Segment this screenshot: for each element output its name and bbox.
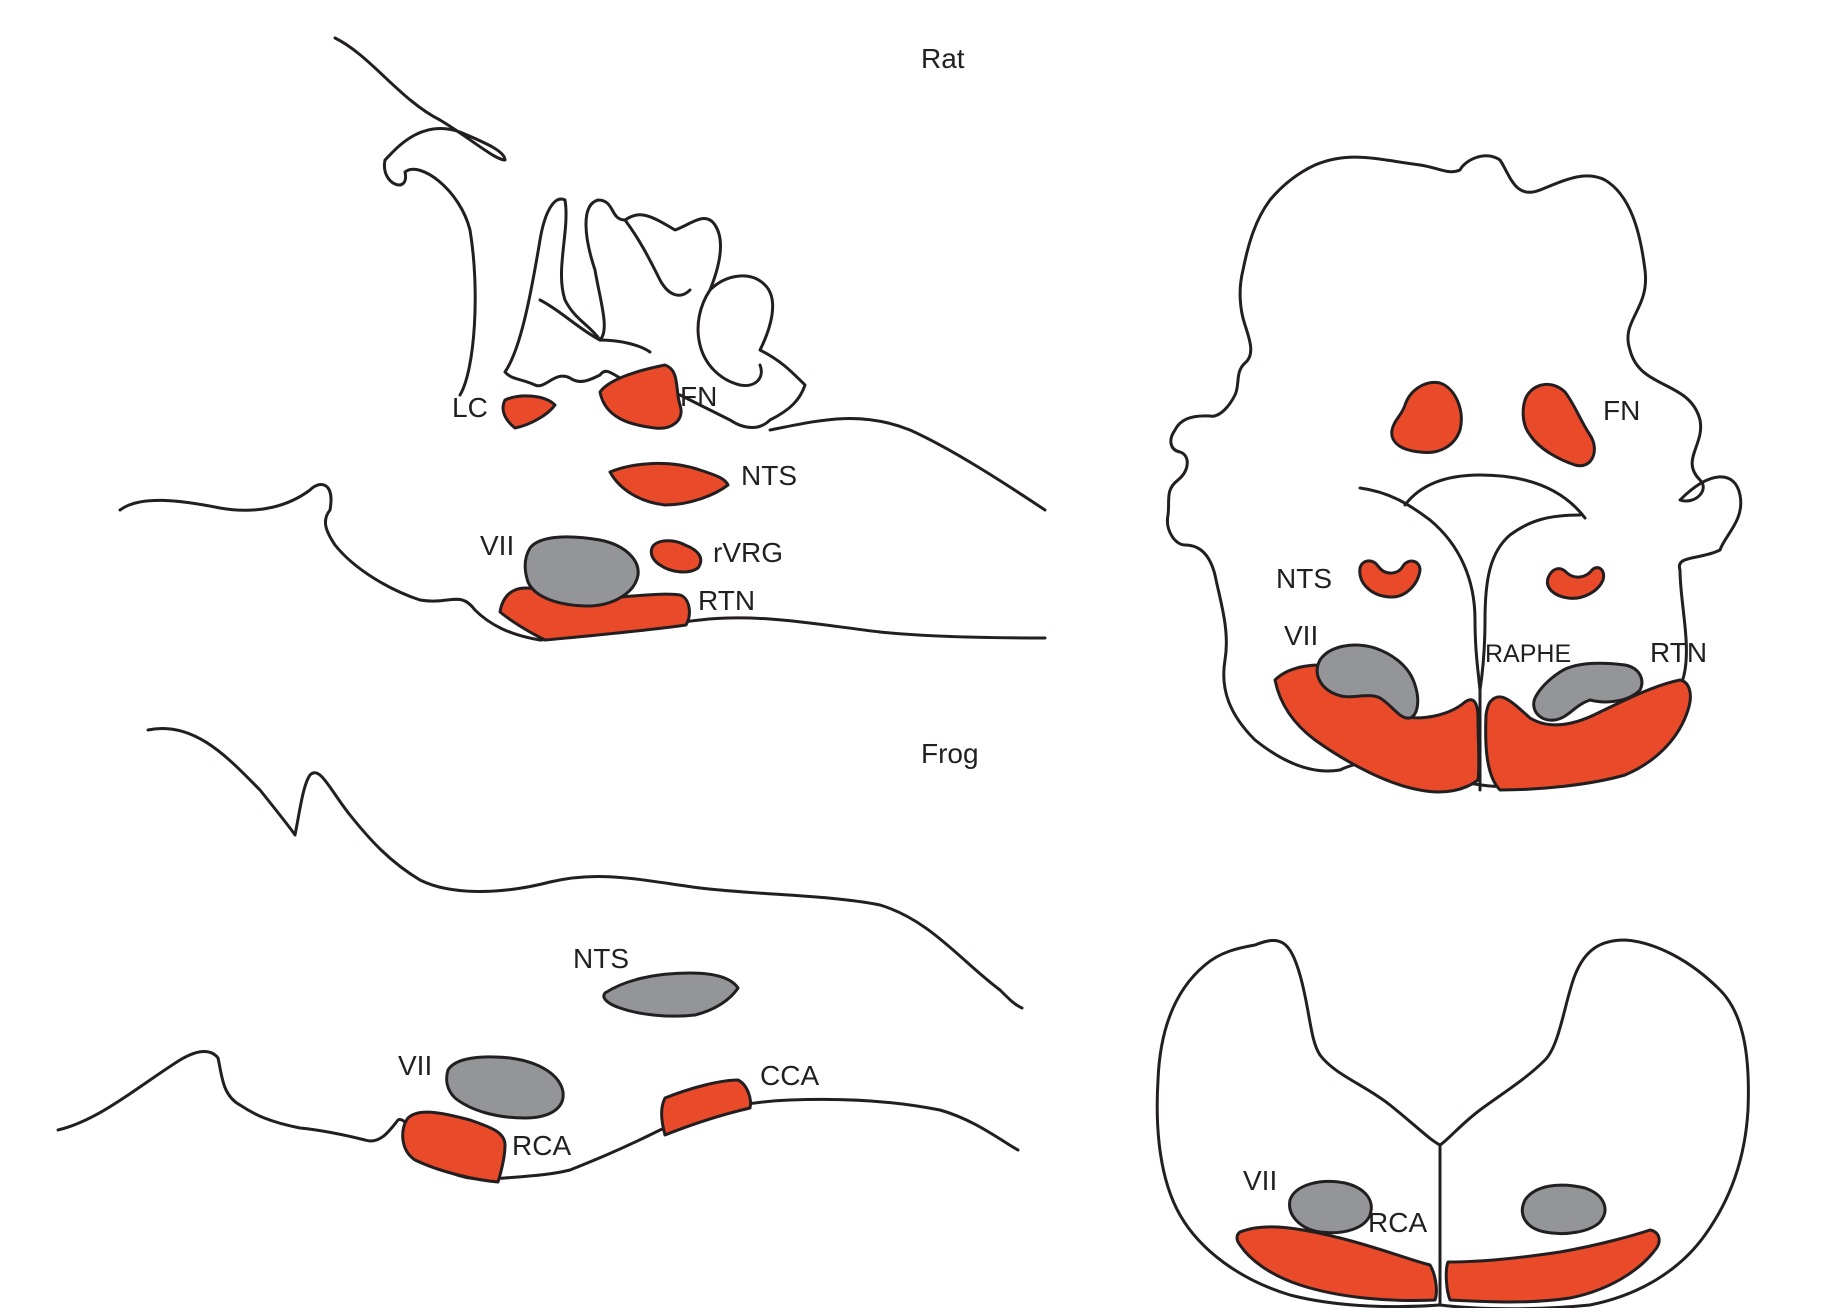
rat-sagittal-rostral-contour [118,483,542,642]
frog-rca-region [401,1110,507,1184]
frog-vii-nucleus-right [1520,1183,1607,1236]
rat-transverse-fourth-ventricle [1403,473,1587,520]
rat-vii-nucleus-right [1532,661,1644,722]
rat-transverse-raphe-label: RAPHE [1485,640,1571,668]
frog-sagittal-dorsal-contour [146,727,1024,1010]
rat-rtn-label: RTN [698,585,755,616]
frog-nts-nucleus [602,971,740,1018]
rat-vii-nucleus [523,535,640,608]
frog-rca-label: RCA [512,1130,571,1161]
rat-title: Rat [921,43,965,74]
frog-cca-label: CCA [760,1060,819,1091]
rat-sagittal-upper-contour [333,36,507,397]
rat-sagittal-dorsal-contour [768,417,1047,512]
frog-nts-label: NTS [573,943,629,974]
rat-vii-nucleus-left [1315,643,1420,720]
frog-rca-region-left [1235,1225,1438,1302]
rat-nts-region [608,462,730,507]
rat-nts-label: NTS [741,460,797,491]
rat-rvrg-label: rVRG [713,537,783,568]
frog-title: Frog [921,738,979,769]
rat-nts-region-left [1358,559,1422,599]
frog-cca-region [660,1078,752,1137]
rat-lc-region [501,394,557,430]
frog-transverse-vii-label: VII [1243,1165,1277,1196]
rat-transverse-section: FN NTS VII RAPHE RTN [1165,154,1743,794]
rat-cerebellum-inner-fold-2 [696,288,763,388]
rat-fn-region [598,363,683,430]
rat-transverse-rtn-label: RTN [1650,637,1707,668]
rat-lc-label: LC [452,392,488,423]
rat-transverse-fn-label: FN [1603,395,1640,426]
rat-cerebellum-inner-fold-1 [538,298,652,354]
rat-sagittal-section: LC FN NTS VII rVRG RTN [118,36,1047,642]
rat-vii-label: VII [480,530,514,561]
frog-rca-region-right [1444,1228,1661,1304]
frog-transverse-rca-label: RCA [1368,1207,1427,1238]
frog-transverse-section: VII RCA [1155,938,1750,1311]
rat-transverse-inner-left [1358,486,1482,692]
frog-vii-nucleus [445,1055,565,1120]
rat-nts-region-right [1545,566,1606,600]
rat-transverse-nts-label: NTS [1276,563,1332,594]
rat-fn-region-right [1521,382,1596,468]
frog-vii-nucleus-left [1288,1179,1373,1235]
rat-transverse-inner-right [1478,513,1582,692]
rat-rtn-region-right [1484,678,1692,792]
rat-transverse-vii-label: VII [1284,620,1318,651]
rat-rvrg-region [649,539,703,574]
frog-sagittal-section: NTS VII CCA RCA [56,727,1024,1184]
rat-fn-region-left [1390,380,1463,455]
frog-vii-label: VII [398,1050,432,1081]
rat-cerebellum-inner-fold-3 [623,218,692,297]
rat-fn-label: FN [680,381,717,412]
